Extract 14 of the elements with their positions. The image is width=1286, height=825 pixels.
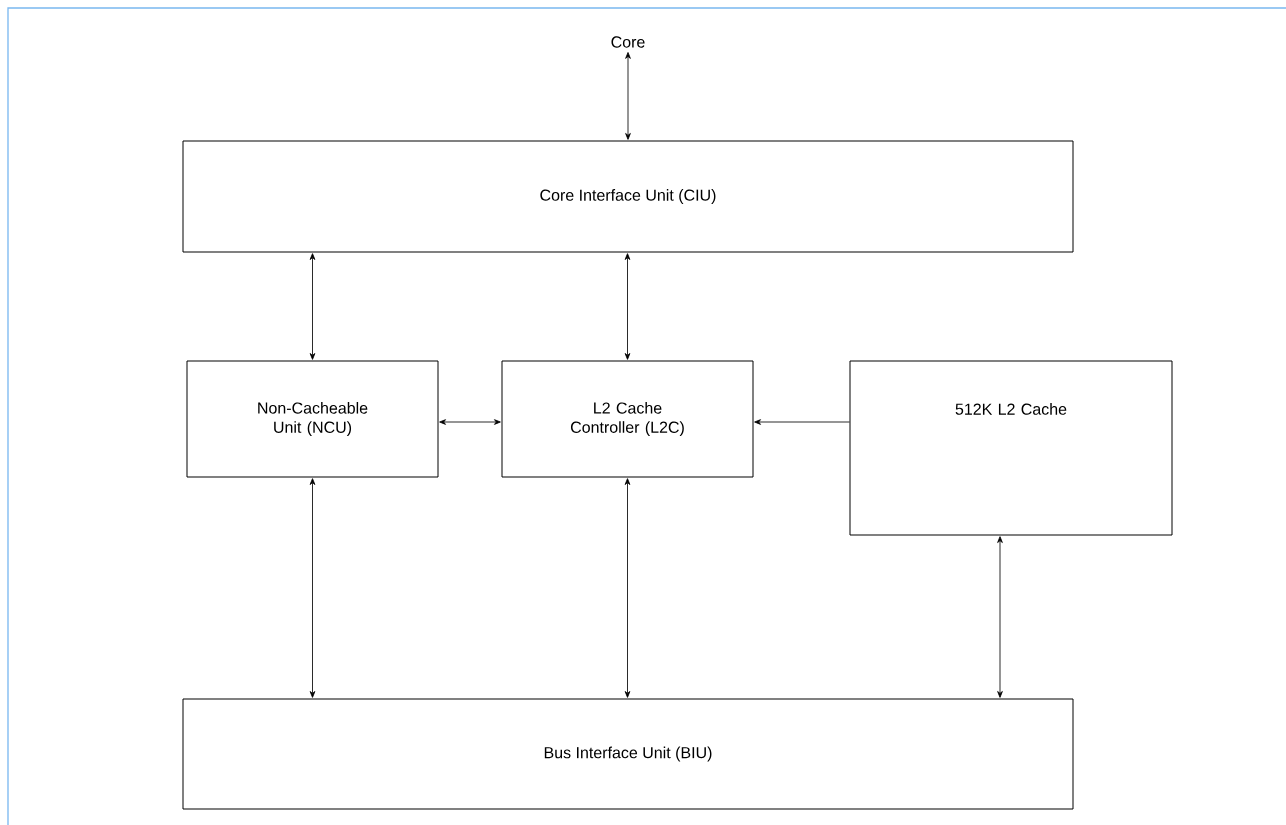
- arrow: [997, 536, 1003, 698]
- unit-box: Bus Interface Unit (BIU): [182, 698, 1074, 810]
- arrow: [624, 478, 631, 698]
- unit-box: L2 Cache Controller (L2C): [501, 360, 754, 478]
- arrow: [439, 419, 501, 425]
- arrow: [754, 419, 850, 425]
- core-label: Core: [611, 36, 645, 48]
- arrow: [625, 52, 631, 140]
- arrow: [309, 253, 316, 360]
- unit-box: Non-Cacheable Unit (NCU): [186, 360, 439, 478]
- unit-box: 512K L2 Cache: [849, 360, 1173, 536]
- arrow: [624, 253, 631, 360]
- unit-box: Core Interface Unit (CIU): [182, 140, 1074, 253]
- arrow: [309, 478, 316, 698]
